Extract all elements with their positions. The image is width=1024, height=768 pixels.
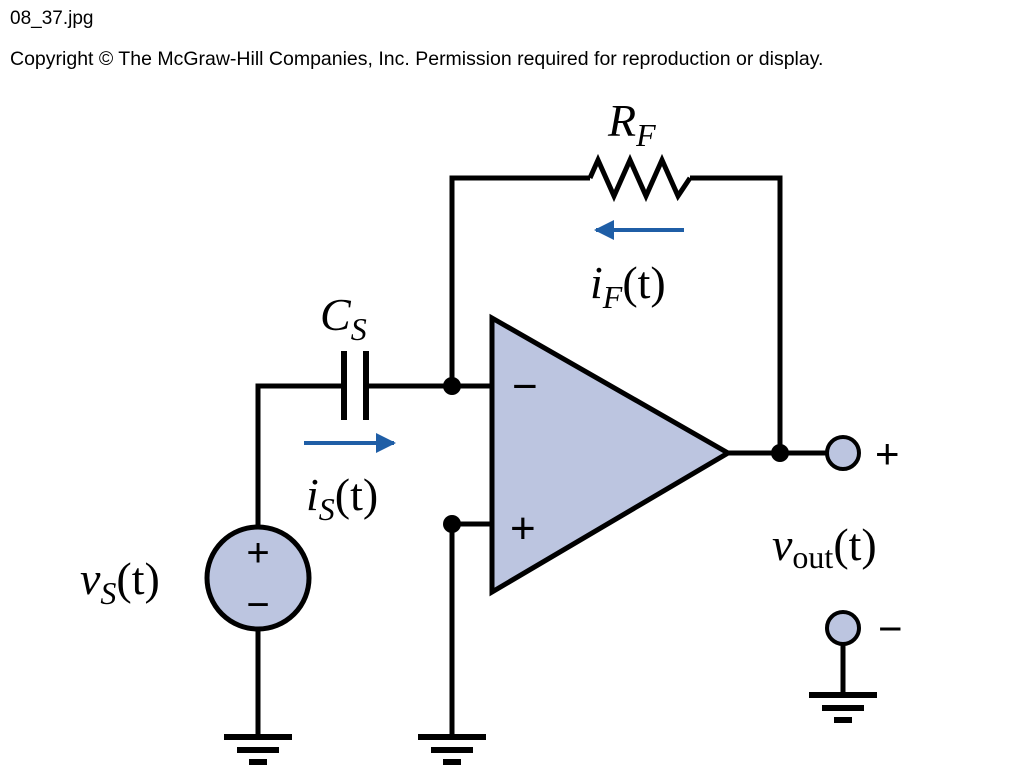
- input-wire: [255, 383, 344, 530]
- opamp-noninverting-sign: +: [510, 504, 536, 553]
- ground-icon: [809, 692, 877, 723]
- feedback-wire-right: [690, 175, 783, 453]
- output-negative-sign: −: [878, 605, 903, 652]
- feedback-current-label: iF(t): [590, 257, 666, 315]
- source-positive-sign: +: [246, 531, 269, 575]
- source-capacitor-label: CS: [320, 289, 367, 347]
- feedback-resistor-label: RF: [607, 95, 656, 153]
- feedback-resistor: [587, 153, 693, 203]
- file-name: 08_37.jpg: [10, 8, 94, 29]
- source-current-label: iS(t): [306, 469, 378, 527]
- feedback-wire-left: [449, 175, 590, 386]
- output-voltage-label: vout(t): [772, 519, 877, 575]
- source-capacitor: [341, 351, 369, 420]
- copyright-notice: Copyright © The McGraw-Hill Companies, I…: [10, 48, 824, 70]
- junction-output-node: [771, 444, 789, 462]
- ground-icon: [224, 734, 292, 765]
- output-negative-terminal: [825, 610, 861, 646]
- junction-noninverting-node: [443, 515, 461, 533]
- opamp-inverting-sign: −: [512, 362, 538, 411]
- noninverting-ground-wire: [449, 521, 492, 736]
- op-amp: [489, 313, 733, 597]
- voltage-source: [204, 524, 312, 632]
- ground-icon: [418, 734, 486, 765]
- output-positive-terminal: [825, 435, 861, 471]
- source-voltage-label: vS(t): [80, 553, 160, 611]
- junction-inverting-node: [443, 377, 461, 395]
- source-negative-sign: −: [246, 583, 269, 627]
- output-positive-sign: +: [875, 430, 900, 477]
